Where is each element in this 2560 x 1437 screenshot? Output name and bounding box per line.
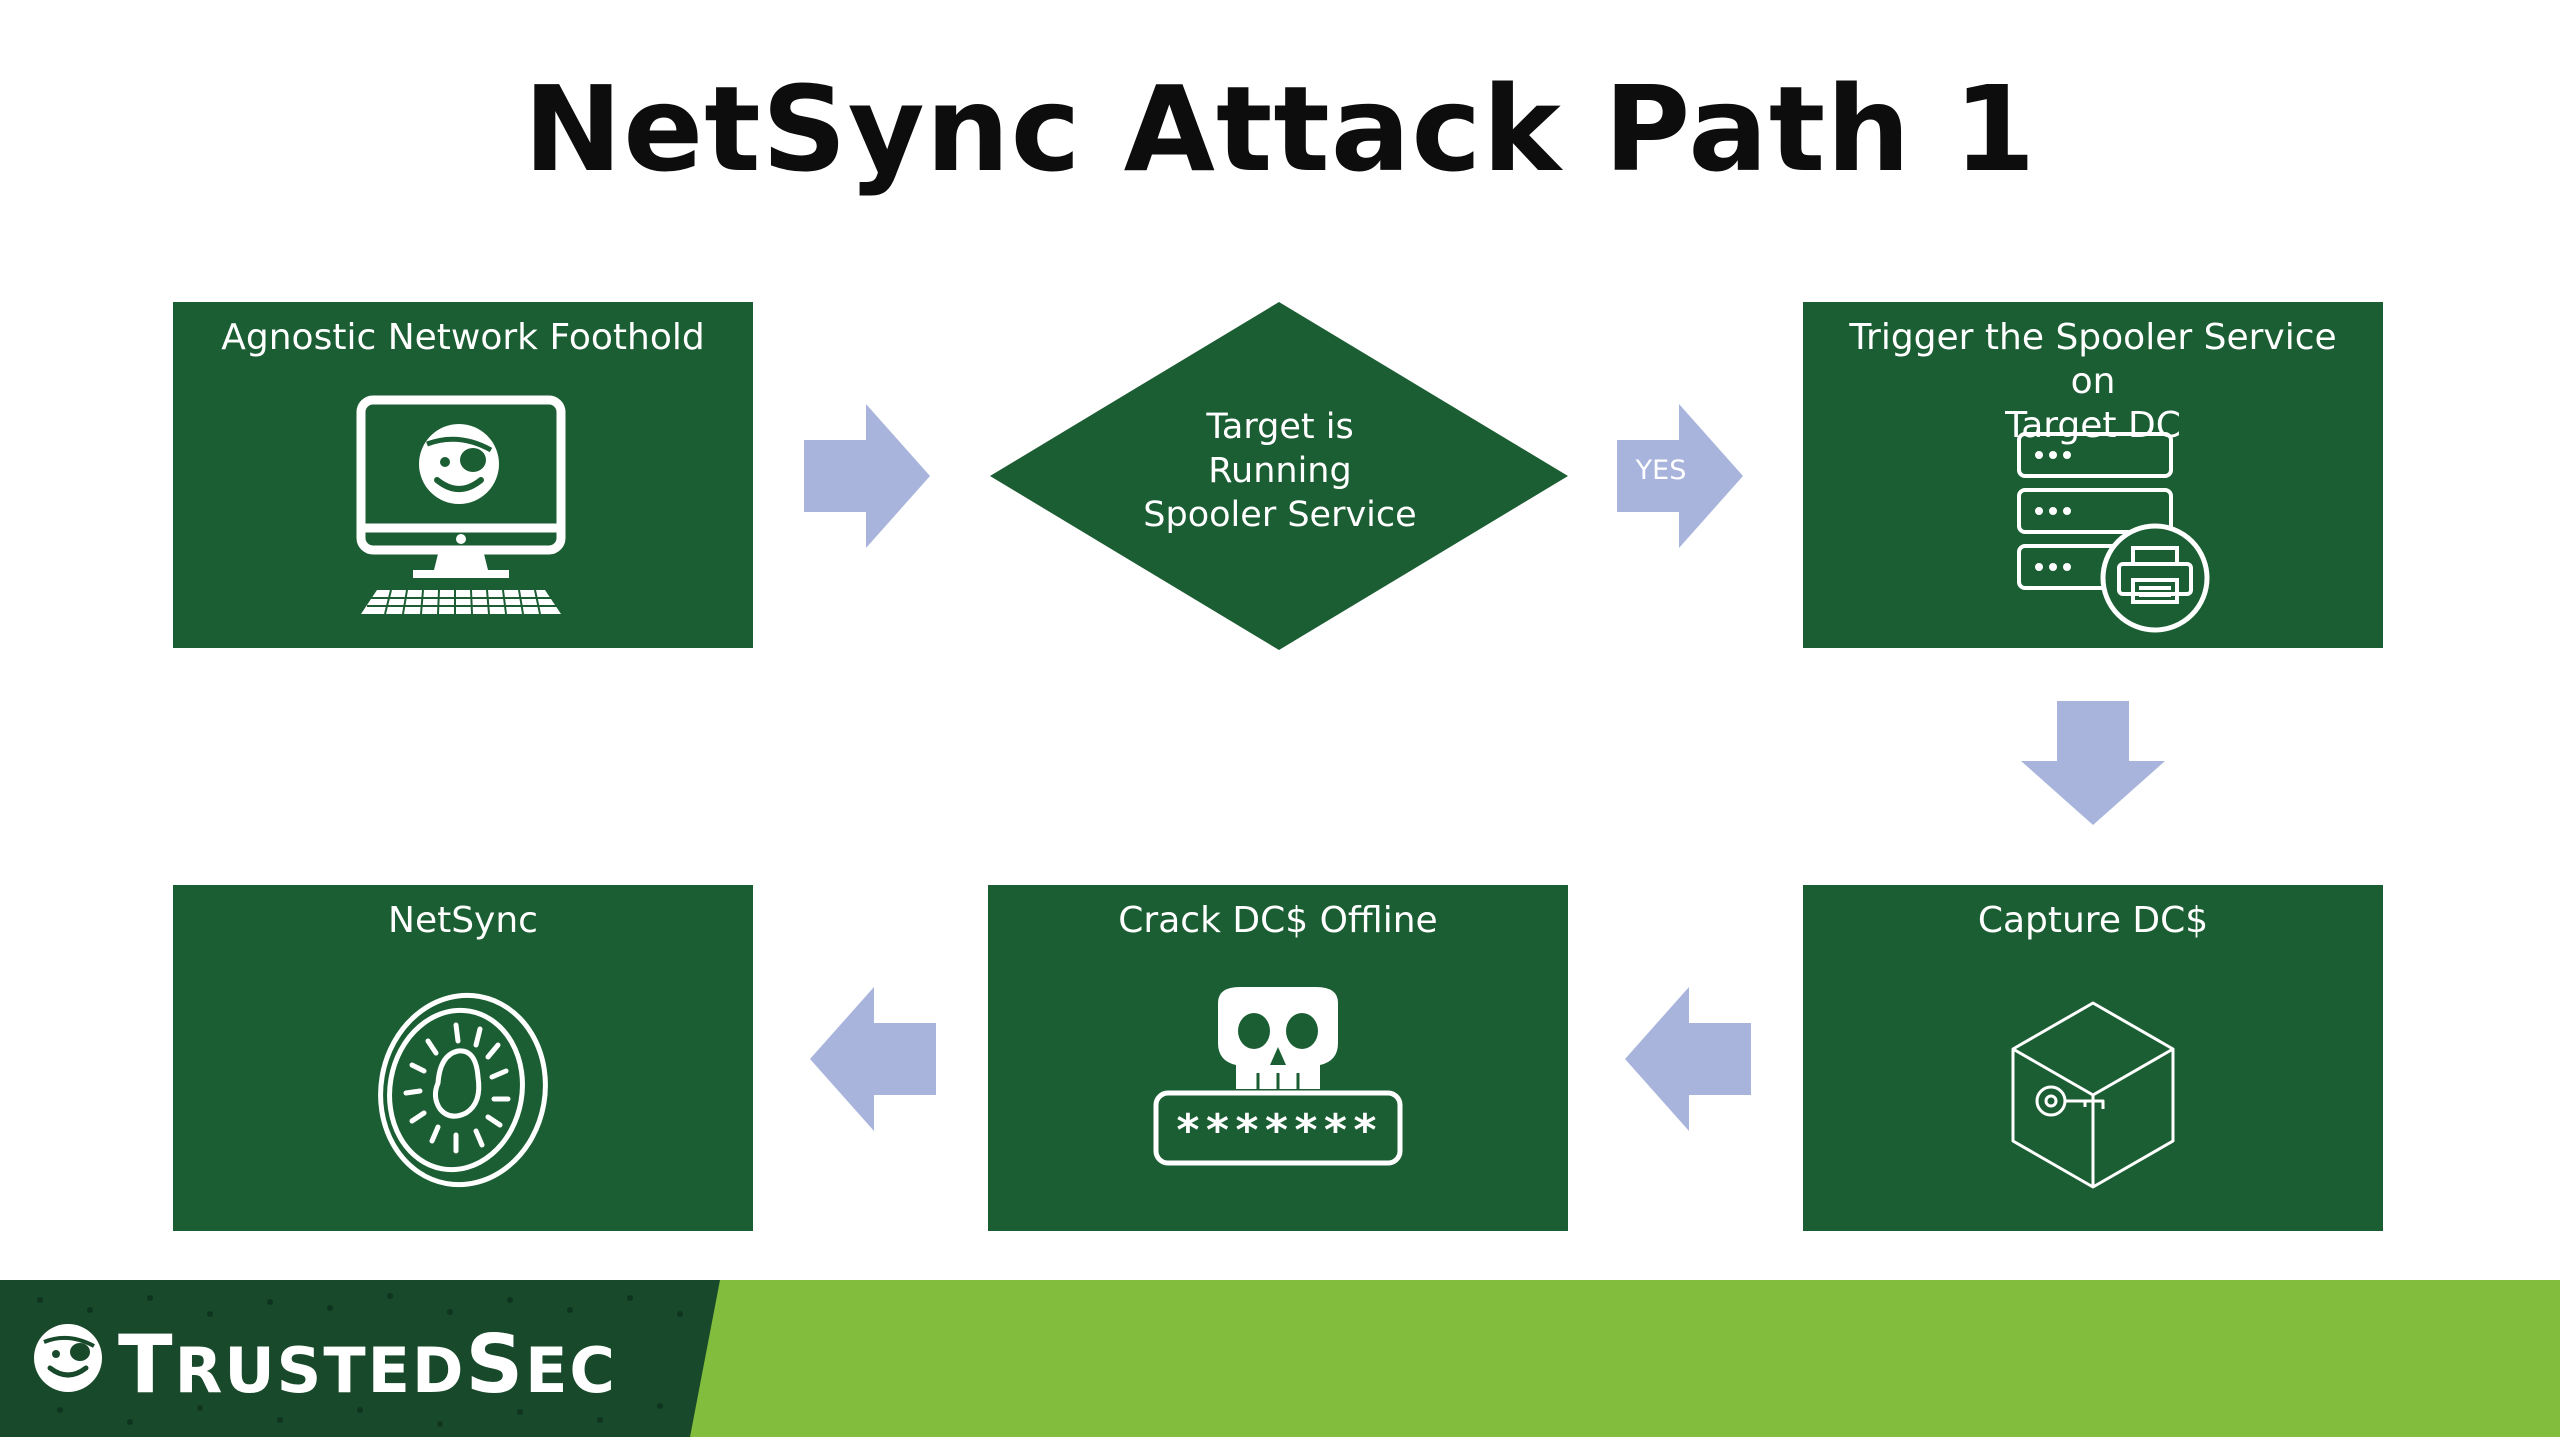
trustedsec-logo-icon xyxy=(34,1324,102,1392)
decision-diamond xyxy=(990,302,1568,650)
yes-label: YES xyxy=(1635,455,1687,486)
decision-label: Target is Running Spooler Service xyxy=(1143,407,1417,535)
cube-key-icon xyxy=(2011,1001,2175,1189)
node-label: Crack DC$ Offline xyxy=(1118,900,1438,941)
server-printer-icon xyxy=(2017,432,2210,633)
footer-bar xyxy=(0,1280,2560,1437)
kiwi-fruit-icon xyxy=(378,992,548,1188)
arrow-down-icon xyxy=(2021,701,2165,825)
arrow-left-icon xyxy=(810,987,936,1131)
arrow-left-icon xyxy=(1625,987,1751,1131)
computer-pirate-smiley-icon xyxy=(356,395,566,615)
arrow-right-yes-icon xyxy=(1617,404,1743,548)
node-label: Trigger the Spooler Service on Target DC xyxy=(1849,317,2337,446)
node-capture-dc: Capture DC$ xyxy=(1803,885,2383,1231)
node-label: Agnostic Network Foothold xyxy=(221,317,705,358)
node-crack-offline: Crack DC$ Offline ******* xyxy=(988,885,1568,1231)
brand-logo-text: TRUSTEDSEC xyxy=(118,1318,617,1411)
node-network-foothold: Agnostic Network Foothold xyxy=(173,302,753,648)
skull-password-icon: ******* xyxy=(1153,987,1403,1166)
node-netsync: NetSync xyxy=(173,885,753,1231)
arrow-right-icon xyxy=(804,404,930,548)
node-label: Capture DC$ xyxy=(1977,900,2209,941)
page-title: NetSync Attack Path 1 xyxy=(523,60,2037,198)
node-label: NetSync xyxy=(388,900,538,941)
password-mask: ******* xyxy=(1175,1105,1381,1156)
node-trigger-spooler: Trigger the Spooler Service on Target DC xyxy=(1803,302,2383,648)
